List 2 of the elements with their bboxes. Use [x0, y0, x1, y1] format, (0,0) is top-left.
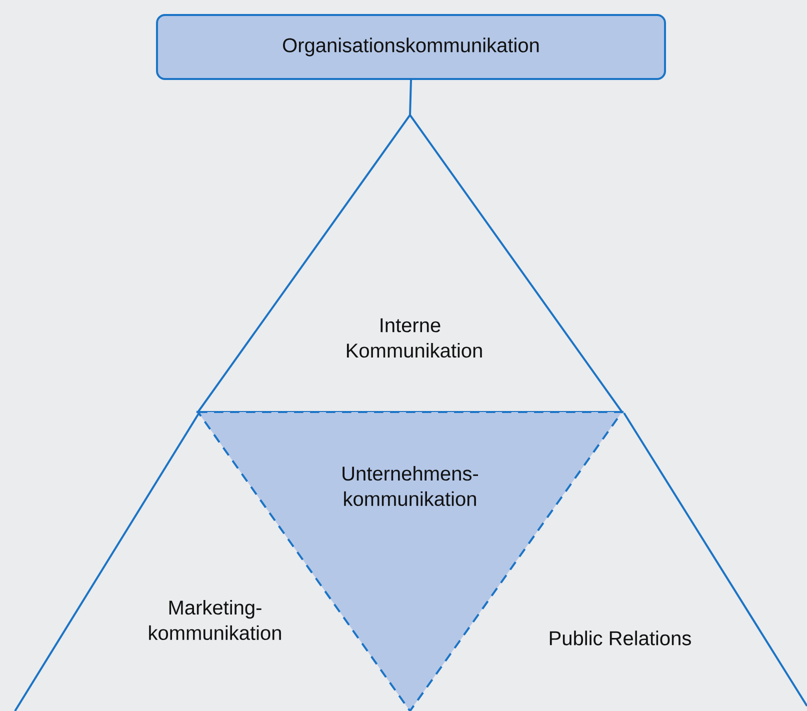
connector-line: [409, 80, 412, 116]
title-box: Organisationskommunikation: [156, 14, 666, 80]
